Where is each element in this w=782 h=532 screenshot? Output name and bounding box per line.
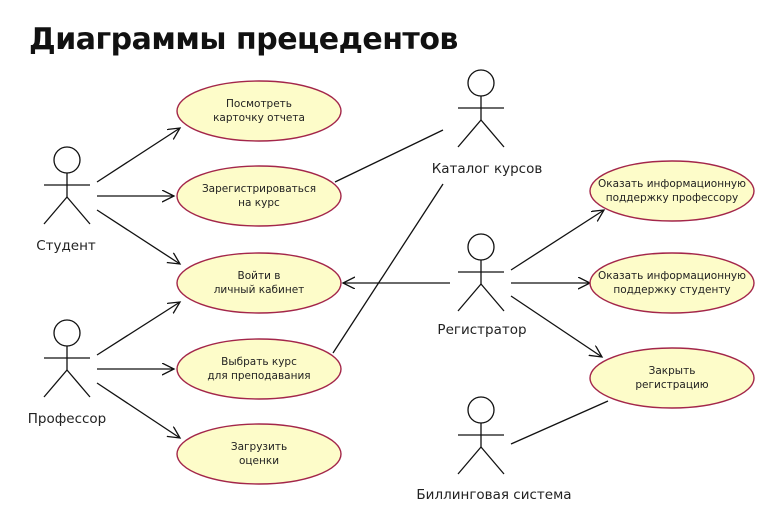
use-case-label-line: поддержку профессору — [606, 192, 739, 204]
use-case-label-line: для преподавания — [207, 370, 310, 382]
use-case-label-line: карточку отчета — [213, 112, 305, 124]
association-registrar-close-registration — [510, 295, 602, 357]
association-catalog-register-course — [334, 129, 444, 183]
actor-student[interactable]: Студент — [36, 146, 96, 254]
use-case-login[interactable]: Войти в личный кабинет — [176, 252, 342, 314]
association-student-view-report — [96, 128, 180, 183]
actor-professor[interactable]: Профессор — [28, 319, 107, 427]
use-case-view-report[interactable]: Посмотреть карточку отчета — [176, 80, 342, 142]
association-billing-close-registration — [510, 400, 609, 445]
use-case-label-line: на курс — [238, 197, 280, 209]
page-title: Диаграммы прецедентов — [29, 22, 458, 57]
use-case-label-line: Выбрать курс — [221, 356, 297, 368]
use-case-label-line: Загрузить — [231, 441, 287, 453]
actor-catalog[interactable]: Каталог курсов — [432, 69, 543, 177]
associations-layer — [96, 128, 609, 445]
stick-figure-icon — [457, 233, 505, 312]
actor-label: Биллинговая система — [416, 487, 571, 503]
use-case-close-registration[interactable]: Закрыть регистрацию — [589, 347, 755, 409]
use-case-label-line: личный кабинет — [214, 284, 305, 296]
use-case-label-line: поддержку студенту — [613, 284, 730, 296]
use-case-support-professor[interactable]: Оказать информационную поддержку професс… — [589, 160, 755, 222]
use-case-label-line: Войти в — [238, 270, 281, 282]
use-case-register-course[interactable]: Зарегистрироваться на курс — [176, 165, 342, 227]
actor-billing[interactable]: Биллинговая система — [416, 396, 572, 503]
actor-label: Каталог курсов — [432, 161, 543, 177]
use-case-label-line: Оказать информационную — [598, 178, 746, 190]
actor-registrar[interactable]: Регистратор — [437, 233, 527, 338]
use-case-label-line: регистрацию — [635, 379, 708, 391]
stick-figure-icon — [43, 146, 91, 225]
use-case-label-line: оценки — [239, 455, 279, 467]
association-professor-upload-grades — [96, 382, 180, 438]
use-case-select-course[interactable]: Выбрать курс для преподавания — [176, 338, 342, 400]
actor-label: Профессор — [28, 411, 107, 427]
use-case-label-line: Посмотреть — [226, 98, 292, 110]
association-student-login — [96, 209, 180, 264]
association-professor-login — [96, 302, 180, 356]
association-catalog-select-course — [332, 183, 444, 354]
stick-figure-icon — [457, 69, 505, 148]
stick-figure-icon — [43, 319, 91, 398]
use-case-label-line: Закрыть — [649, 365, 696, 377]
use-case-label-line: Оказать информационную — [598, 270, 746, 282]
use-case-support-student[interactable]: Оказать информационную поддержку студент… — [589, 252, 755, 314]
association-registrar-support-professor — [510, 210, 604, 271]
actor-label: Студент — [36, 238, 96, 254]
use-case-upload-grades[interactable]: Загрузить оценки — [176, 423, 342, 485]
use-case-label-line: Зарегистрироваться — [202, 183, 316, 195]
stick-figure-icon — [457, 396, 505, 475]
actor-label: Регистратор — [437, 322, 526, 338]
